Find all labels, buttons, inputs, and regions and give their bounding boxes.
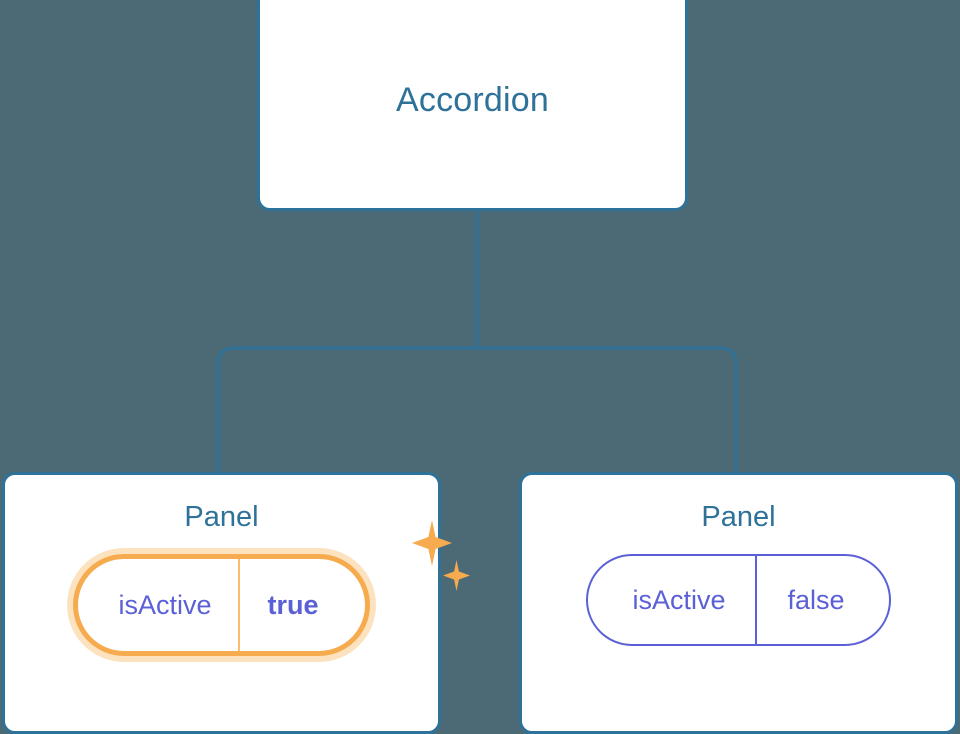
prop-pill-isactive-false[interactable]: isActive false: [586, 554, 891, 646]
horizontal-bus-connector: [216, 346, 738, 472]
node-panel-right[interactable]: Panel isActive false: [519, 472, 958, 734]
node-panel-left[interactable]: Panel isActive true: [2, 472, 470, 734]
node-panel-right-title: Panel: [701, 501, 776, 533]
panel-right-prop-wrap: isActive false: [522, 554, 955, 646]
prop-key: isActive: [588, 556, 758, 644]
prop-value: false: [787, 584, 845, 615]
prop-key: isActive: [78, 559, 240, 651]
node-accordion-title: Accordion: [396, 80, 549, 119]
node-panel-left-title: Panel: [184, 501, 259, 533]
prop-pill-isactive-true[interactable]: isActive true: [73, 554, 370, 656]
prop-value: true: [267, 589, 319, 620]
node-accordion[interactable]: Accordion: [257, 0, 688, 211]
panel-left-prop-wrap: isActive true: [5, 520, 470, 656]
